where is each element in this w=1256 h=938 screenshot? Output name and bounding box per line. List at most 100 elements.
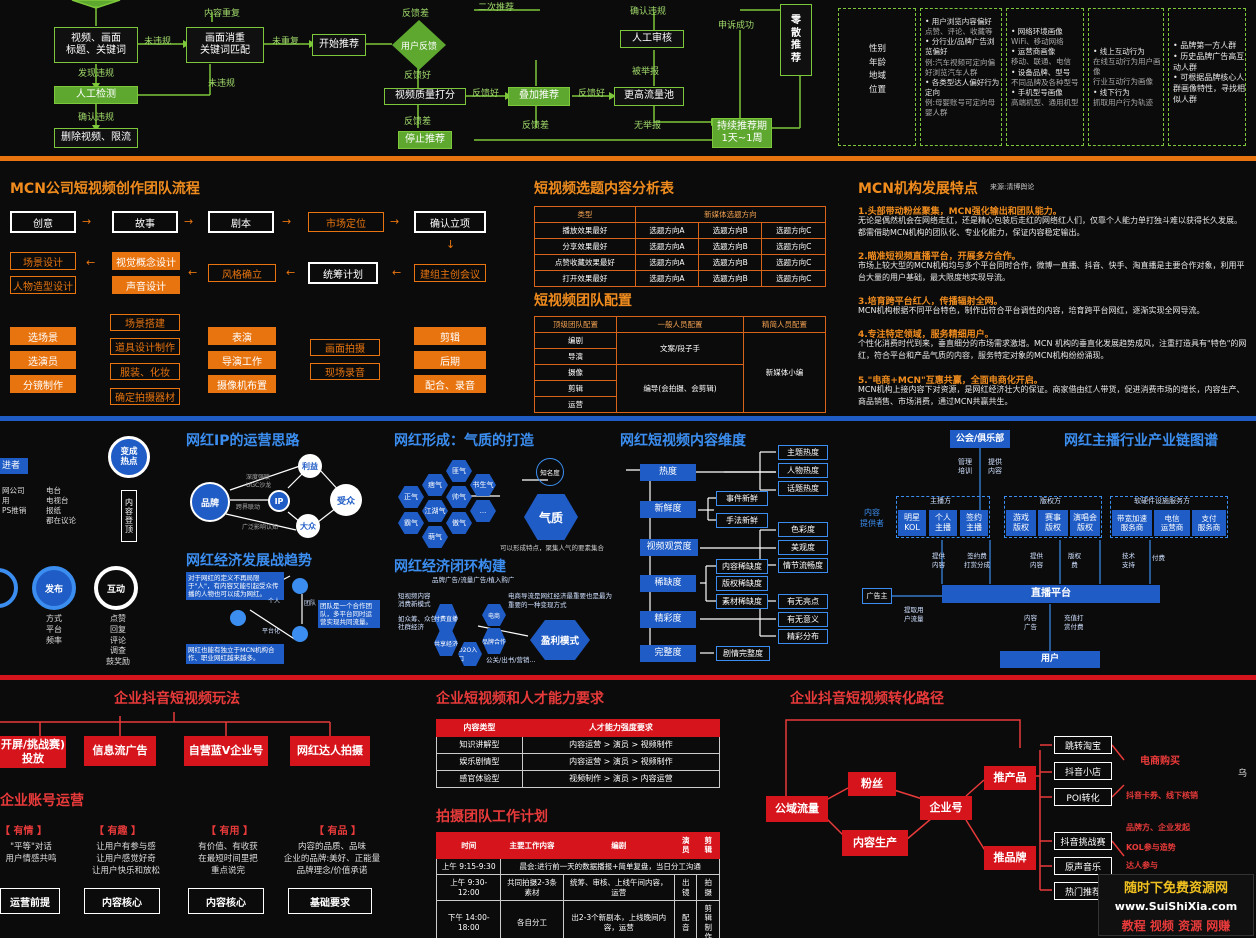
loop-hex: O2O入口 — [458, 642, 482, 666]
table-row: 时间 主要工作内容 编剧 演员 剪辑 — [435, 832, 720, 859]
flow-stack-box: 叠加推荐 — [508, 87, 570, 106]
ip-node-love: 受众 — [330, 484, 362, 516]
path-ec: POI转化 — [1054, 788, 1112, 806]
table-cell: 打开效果最好 — [534, 270, 636, 287]
loop-left-list: 短视频内容 消费新模式 如众筹、众包 社群经济 — [398, 592, 437, 632]
dim-sub: 情节流畅度 — [778, 558, 828, 573]
left-tag: 进者 — [0, 458, 28, 474]
team-config-table: 顶级团队配置 一般人员配置 精简人员配置 编剧 文案/段子手 新媒体小编 导演 … — [533, 316, 827, 413]
flow-keep-label: 持续推荐期 1天~1周 — [717, 120, 767, 145]
flow-stack-label: 叠加推荐 — [519, 90, 559, 102]
loop-left-item: 消费新模式 — [398, 600, 431, 609]
ops-box: 内容核心 — [84, 888, 160, 914]
dim-complete: 完整度 — [640, 645, 696, 662]
hex-trait: 萌气 — [422, 526, 448, 548]
table-cell: 各自分工 — [500, 899, 564, 938]
flow-manual-check-label: 人工检测 — [76, 88, 116, 100]
flow-score-label: 视频质量打分 — [395, 90, 455, 102]
hex-trait: 书生气 — [470, 474, 496, 496]
arrow-left-icon: ← — [188, 266, 198, 279]
table-cell: 剪辑 制作 — [696, 899, 720, 938]
team-step-story: 故事 — [112, 211, 178, 233]
left-list: 网公司 电台 用 电视台 PS推销 报纸 都在议论 — [2, 486, 92, 527]
table-header: 类型 — [534, 206, 636, 223]
profile-interest-item: 点赞、评论、收藏等 — [925, 27, 993, 37]
arrow-down-icon: ↓ — [446, 238, 456, 251]
team-recording: 现场录音 — [310, 363, 380, 380]
table-cell: 选题方向A — [634, 222, 700, 239]
flow-label-found-violate: 发现违规 — [78, 69, 115, 79]
arrow-left-icon: ← — [286, 266, 296, 279]
profit-model-hex: 盈利模式 — [530, 620, 590, 660]
table-row: 摄像 编导(会拍摄、会剪辑) — [533, 364, 826, 413]
table-cell: 选题方向C — [761, 270, 826, 287]
team-build-set: 场景搭建 — [110, 314, 180, 331]
flow-label-fb-bad1: 反馈差 — [404, 117, 432, 127]
profile-behavior-item: • 线上互动行为 — [1093, 47, 1145, 56]
flow-start-label: 开始推荐 — [319, 38, 359, 50]
plan-table: 时间 主要工作内容 编剧 演员 剪辑 上午 9:15-9:30 晨会:进行前一天… — [435, 832, 720, 938]
interact-sub-item: 调查 — [110, 646, 126, 656]
table-header: 新媒体选题方向 — [634, 206, 827, 223]
flow-manual-review-box: 人工审核 — [620, 30, 684, 48]
profile-brand-box: • 品牌第一方人群 • 历史品牌广告高互动人群 • 可根据品牌核心人群画像特性，… — [1168, 8, 1246, 146]
loop-hex: 品牌合作 — [482, 628, 506, 654]
table-cell: 选题方向B — [698, 238, 763, 255]
dim-sub: 剧情完整度 — [716, 646, 770, 661]
dim-sub: 版权稀缺度 — [716, 576, 768, 591]
path-ec: 抖音小店 — [1054, 762, 1112, 780]
team-step-script: 剧本 — [208, 211, 274, 233]
path-public: 公域流量 — [766, 796, 828, 822]
table-cell: 配音 — [674, 899, 698, 938]
flow-start-box: 开始推荐 — [312, 34, 366, 56]
orange-divider — [0, 156, 1256, 161]
flow-label-no-report: 无举报 — [634, 121, 662, 131]
loop-hex: 共享经济 — [434, 630, 458, 656]
table-cell: 下午 14:00-18:00 — [435, 899, 502, 938]
flow-manual-review-label: 人工审核 — [632, 32, 672, 44]
mcn-feature-heading: 1.头部带动粉丝聚集，MCN强化输出和团队能力。 — [858, 207, 1062, 217]
dim-sub: 素材稀缺度 — [716, 594, 768, 609]
dim-sub: 主题热度 — [778, 445, 828, 460]
watermark-line-2: www.SuiShiXia.com — [1114, 899, 1238, 913]
hex-trait: 正气 — [398, 486, 424, 508]
ops-text: 有价值、有收获 在最短时间里把 重点说完 — [198, 842, 258, 876]
chain-service-group — [1110, 496, 1228, 538]
flow-zero-label: 零 散 推 荐 — [791, 15, 801, 64]
chain-service: 支付 服务商 — [1192, 510, 1226, 536]
hex-trait: ... — [470, 500, 496, 522]
mcn-features-title: MCN机构发展特点 — [858, 181, 978, 197]
profile-behavior-item: 行业互动行为画像 — [1093, 77, 1153, 87]
watermark-line-3: 教程 视频 资源 网赚 — [1121, 918, 1231, 933]
path-title: 企业抖音短视频转化路径 — [790, 691, 944, 707]
profile-brand-list: • 品牌第一方人群 • 历史品牌广告高互动人群 • 可根据品牌核心人群画像特性，… — [1173, 41, 1245, 106]
chain-user-flow: 充值打 赏付费 — [1064, 614, 1084, 631]
table-cell: 选题方向C — [761, 254, 826, 271]
arrow-left-icon: ← — [86, 256, 96, 269]
table-cell: 内容运营 > 演员 > 视频制作 — [521, 753, 721, 771]
table-header: 内容类型 — [436, 719, 523, 737]
path-ec-sub: 抖音卡券、线下核销 — [1126, 791, 1198, 800]
path-brand: 推品牌 — [984, 846, 1036, 870]
flow-stop-box: 停止推荐 — [398, 131, 452, 149]
team-costume: 服装、化妆 — [110, 363, 180, 380]
table-cell: 出2-3个新剧本，上线晚间内容，运营 — [562, 899, 676, 938]
ops-box: 内容核心 — [188, 888, 264, 914]
mcn-feature-heading: 2.瞄准短视频直播平台，开展多方合作。 — [858, 252, 1021, 262]
partial-circle — [0, 568, 18, 608]
flow-keep-box: 持续推荐期 1天~1周 — [712, 118, 772, 148]
flow-label-not-violate1: 未违规 — [144, 37, 172, 47]
table-row: 类型 新媒体选题方向 — [534, 206, 827, 223]
person-icon — [292, 626, 308, 642]
publish-circle: 发布 — [32, 566, 76, 610]
table-cell: 内容运营 > 演员 > 视频制作 — [521, 736, 721, 754]
flow-user-feedback-label: 用户反馈 — [400, 41, 437, 52]
table-cell: 晨会:进行前一天的数据播报+简单复盘，当日分工沟通 — [500, 857, 720, 876]
dim-watch: 视频观赏度 — [640, 539, 698, 556]
publish-sub-list: 方式 平台 频率 — [46, 614, 62, 646]
table-header: 一般人员配置 — [616, 316, 744, 333]
dim-fresh: 新鲜度 — [640, 501, 696, 518]
flow-label-not-dup: 未重复 — [272, 37, 300, 47]
dim-sub: 话题热度 — [778, 481, 828, 496]
ip-edge-label: 广泛影响认知 — [242, 524, 279, 531]
